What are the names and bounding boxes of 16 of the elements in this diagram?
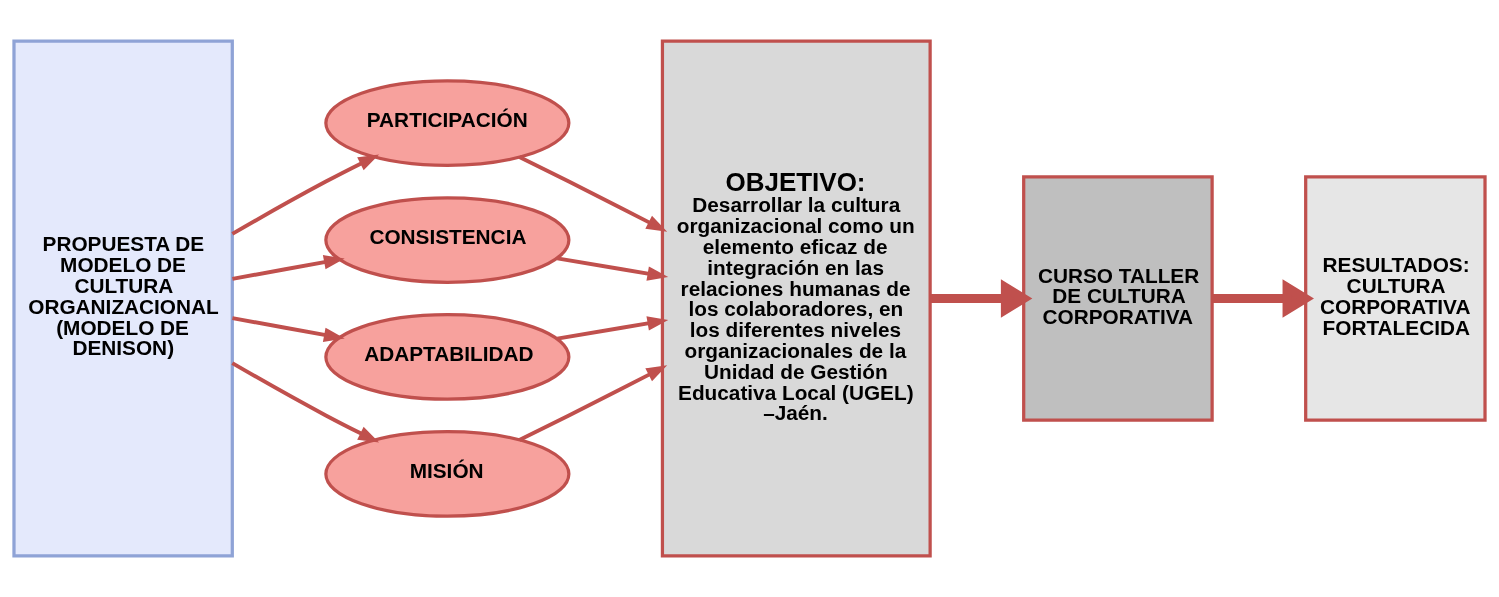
arrow <box>231 361 380 443</box>
node-box: OBJETIVO: Desarrollar la cultura organizacional como un elemento eficaz de integración en las relaciones humanas de los colaboradores, en los diferentes niveles organizacionales de la Unidad de Gestión Educativa Local (UGEL) –Jaén. <box>660 39 932 558</box>
arrow <box>232 316 345 342</box>
arrow <box>518 365 668 442</box>
arrow <box>930 279 1033 318</box>
node-ellipse: MISIÓN <box>324 430 571 518</box>
node-box: CURSO TALLER DE CULTURA CORPORATIVA <box>1022 175 1214 422</box>
node-ellipse: PARTICIPACIÓN <box>324 79 571 167</box>
arrow <box>518 155 668 232</box>
arrow <box>232 255 345 281</box>
node-box: PROPUESTA DE MODELO DE CULTURA ORGANIZACIONAL (MODELO DE DENISON) <box>12 39 234 558</box>
arrow <box>556 316 669 341</box>
arrow <box>1212 279 1314 318</box>
node-box: RESULTADOS: CULTURA CORPORATIVA FORTALECIDA <box>1304 175 1487 422</box>
arrow <box>231 154 380 236</box>
arrow <box>556 256 669 281</box>
